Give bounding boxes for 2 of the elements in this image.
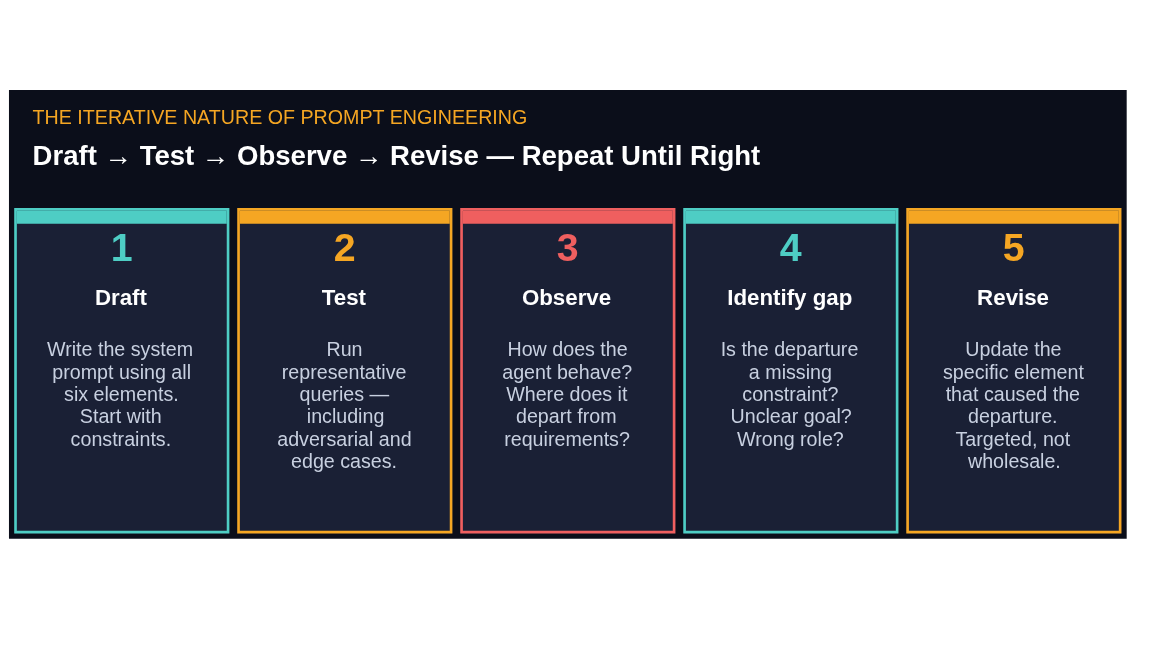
diagram-title: THE ITERATIVE NATURE OF PROMPT ENGINEERING	[32, 105, 528, 128]
caption: Draft → Test → Observe → Revise — Repeat Until Right	[32, 139, 761, 171]
